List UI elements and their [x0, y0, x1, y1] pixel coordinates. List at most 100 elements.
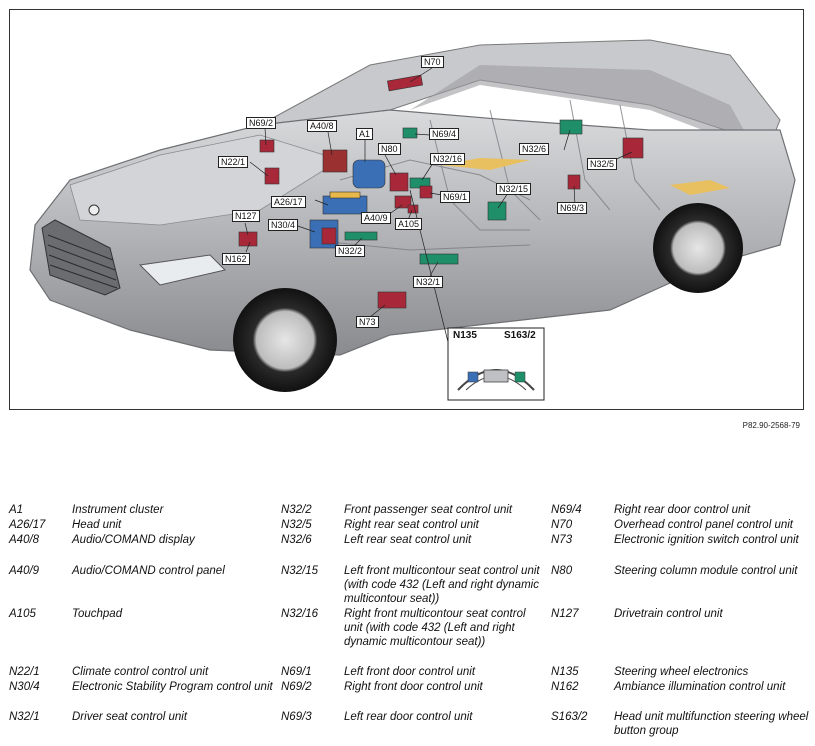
- legend-code: N69/4: [551, 504, 582, 516]
- label-N32-6: N32/6: [519, 143, 550, 155]
- legend-description: Left front door control unit: [344, 666, 476, 678]
- legend-description: Right rear door control unit: [614, 504, 751, 516]
- emblem-icon: [88, 204, 100, 216]
- component-N73: [377, 291, 407, 309]
- legend-description: Climate control control unit: [72, 666, 209, 678]
- rear-wheel: [653, 203, 743, 293]
- legend-code: N70: [551, 519, 573, 531]
- legend-code: A105: [9, 608, 36, 620]
- trim-accent: [440, 158, 530, 170]
- label-A26-17: A26/17: [271, 196, 306, 208]
- component-N69-1: [419, 185, 433, 199]
- legend-description: Right front door control unit: [344, 681, 483, 693]
- label-N162: N162: [222, 253, 250, 265]
- component-A1: [352, 159, 386, 189]
- component-N32-2: [344, 231, 378, 241]
- car-illustration: [29, 39, 796, 401]
- component-N32-6: [559, 119, 583, 135]
- legend-code: A26/17: [9, 519, 46, 531]
- label-N32-16: N32/16: [430, 153, 466, 165]
- legend-code: N32/1: [9, 711, 40, 723]
- legend-description: Head unit multifunction steering wheel b…: [614, 711, 809, 737]
- component-A40-8: [322, 149, 348, 173]
- label-N30-4: N30/4: [268, 219, 299, 231]
- legend-description: Touchpad: [72, 608, 123, 620]
- component-A40-9: [394, 195, 412, 209]
- component-A105: [407, 204, 419, 214]
- legend-code: N32/15: [281, 565, 319, 577]
- legend-description: Front passenger seat control unit: [344, 504, 513, 516]
- component-N70: [387, 74, 423, 92]
- component-N80: [389, 172, 409, 192]
- component-N30-4-red: [321, 227, 337, 245]
- legend-description: Ambiance illumination control unit: [614, 681, 786, 693]
- label-N69-4: N69/4: [429, 128, 460, 140]
- legend-code: A1: [9, 504, 24, 516]
- legend-code: N69/3: [281, 711, 312, 723]
- component-N22-1: [264, 167, 280, 185]
- label-N70: N70: [421, 56, 444, 68]
- legend-description: Audio/COMAND control panel: [72, 565, 225, 577]
- legend-description: Drivetrain control unit: [614, 608, 723, 620]
- headlight: [138, 254, 226, 286]
- label-A40-8: A40/8: [307, 120, 337, 132]
- legend-code: N127: [551, 608, 579, 620]
- trim-accent: [670, 180, 730, 195]
- front-wheel: [233, 288, 337, 392]
- legend-code: N32/6: [281, 534, 312, 546]
- label-N32-2: N32/2: [335, 245, 366, 257]
- legend-code: A40/9: [9, 565, 40, 577]
- label-N32-5: N32/5: [587, 158, 618, 170]
- legend-description: Audio/COMAND display: [72, 534, 195, 546]
- hood: [69, 134, 341, 226]
- reference-code: P82.90-2568-79: [742, 421, 800, 430]
- label-N69-1: N69/1: [440, 191, 471, 203]
- label-N69-2: N69/2: [246, 117, 277, 129]
- legend-description: Electronic Stability Program control uni…: [72, 681, 273, 693]
- legend-code: A40/8: [9, 534, 40, 546]
- label-N127: N127: [232, 210, 260, 222]
- component-N69-2: [259, 139, 275, 153]
- legend-code: N135: [551, 666, 579, 678]
- label-A40-9: A40/9: [361, 212, 391, 224]
- legend-code: S163/2: [551, 711, 588, 723]
- component-N32-1: [419, 253, 459, 265]
- legend-code: N22/1: [9, 666, 40, 678]
- legend-description: Head unit: [72, 519, 122, 531]
- component-N32-15: [487, 201, 507, 221]
- legend-code: N32/2: [281, 504, 312, 516]
- legend-description: Overhead control panel control unit: [614, 519, 793, 531]
- legend-code: N162: [551, 681, 579, 693]
- legend-description: Left front multicontour seat control uni…: [344, 565, 540, 605]
- label-A1: A1: [356, 128, 374, 140]
- label-N69-3: N69/3: [557, 202, 588, 214]
- legend-description: Right front multicontour seat control un…: [344, 608, 526, 648]
- component-N32-5: [622, 137, 644, 159]
- legend-description: Left rear seat control unit: [344, 534, 472, 546]
- legend-code: N80: [551, 565, 573, 577]
- label-N32-15: N32/15: [496, 183, 532, 195]
- label-N22-1: N22/1: [218, 156, 249, 168]
- vehicle-diagram: N70 N69/2 A40/8 A1 N69/4 N80 N32/16 N32/…: [9, 9, 804, 410]
- label-A105: A105: [395, 218, 423, 230]
- inset-label-N135: N135: [453, 330, 477, 341]
- legend-description: Steering wheel electronics: [614, 666, 749, 678]
- label-N80: N80: [378, 143, 401, 155]
- label-N32-1: N32/1: [413, 276, 444, 288]
- legend-code: N69/2: [281, 681, 312, 693]
- label-N73: N73: [356, 316, 379, 328]
- legend-code: N30/4: [9, 681, 40, 693]
- inset-label-S163-2: S163/2: [504, 330, 536, 341]
- legend-description: Right rear seat control unit: [344, 519, 479, 531]
- legend-description: Steering column module control unit: [614, 565, 798, 577]
- legend-code: N32/5: [281, 519, 312, 531]
- legend-code: N69/1: [281, 666, 312, 678]
- legend-code: N73: [551, 534, 573, 546]
- component-A26-17-top: [329, 191, 361, 199]
- legend-description: Left rear door control unit: [344, 711, 473, 723]
- component-N69-4: [402, 127, 418, 139]
- component-N127: [238, 231, 258, 247]
- legend-code: N32/16: [281, 608, 319, 620]
- legend-description: Driver seat control unit: [72, 711, 188, 723]
- car-windows: [410, 65, 755, 150]
